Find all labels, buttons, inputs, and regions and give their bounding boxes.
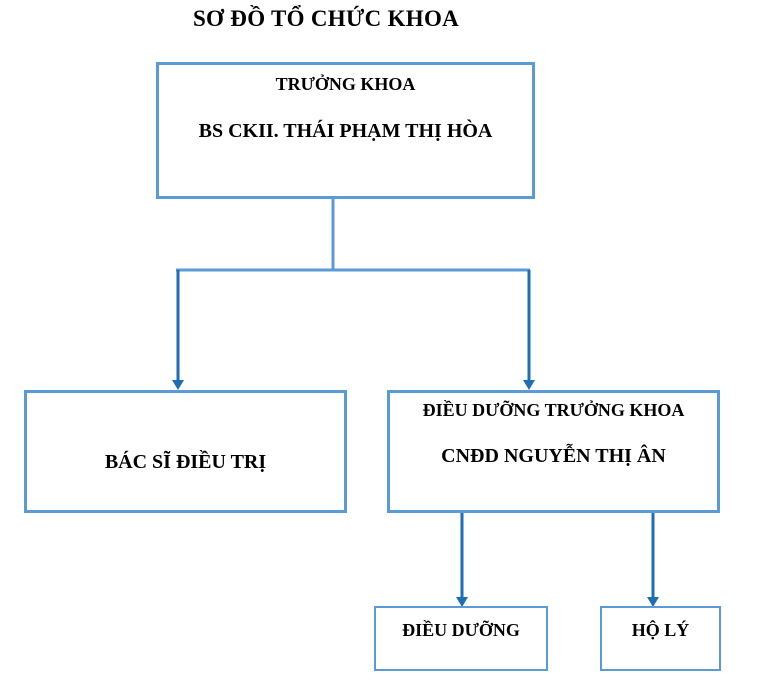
head-nurse-name-label: CNĐD NGUYỄN THỊ ÂN	[441, 445, 666, 467]
arrowhead-nurses	[456, 597, 468, 607]
head-role-label: TRƯỞNG KHOA	[275, 74, 416, 94]
head-name-label: BS CKII. THÁI PHẠM THỊ HÒA	[198, 120, 493, 142]
head-nurse-role-label: ĐIỀU DƯỠNG TRƯỞNG KHOA	[422, 400, 685, 420]
orderlies-box: HỘ LÝ	[600, 606, 721, 671]
nurses-box: ĐIỀU DƯỠNG	[374, 606, 548, 671]
head-nurse-box: ĐIỀU DƯỠNG TRƯỞNG KHOA CNĐD NGUYỄN THỊ Â…	[387, 390, 720, 513]
doctors-label: BÁC SĨ ĐIỀU TRỊ	[104, 451, 267, 473]
orderlies-label: HỘ LÝ	[631, 620, 690, 640]
arrowhead-doctors	[172, 380, 184, 390]
chart-title: SƠ ĐỒ TỔ CHỨC KHOA	[192, 6, 460, 31]
nurses-label: ĐIỀU DƯỠNG	[402, 620, 520, 640]
arrowhead-head-nurse	[523, 380, 535, 390]
head-of-department-box: TRƯỞNG KHOA BS CKII. THÁI PHẠM THỊ HÒA	[156, 62, 535, 199]
treating-doctors-box: BÁC SĨ ĐIỀU TRỊ	[24, 390, 347, 513]
arrowhead-orderlies	[647, 597, 659, 607]
